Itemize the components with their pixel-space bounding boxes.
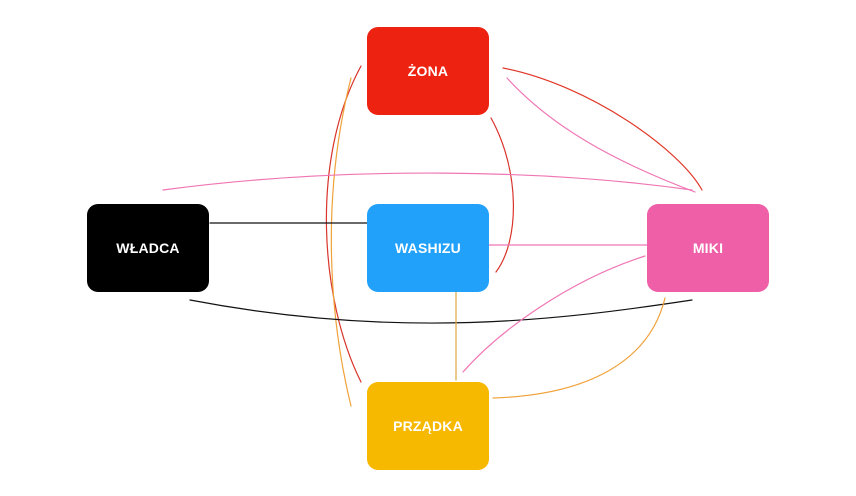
node-zona[interactable]: ŻONA [367, 27, 489, 115]
edge-wladca-miki [162, 172, 693, 191]
edge-zona-miki [506, 77, 696, 193]
edge-zona-przadka [330, 77, 352, 407]
edge-miki-przadka [492, 297, 666, 399]
node-label-miki: MIKI [692, 240, 724, 256]
node-label-przadka: PRZĄDKA [393, 418, 463, 434]
node-washizu[interactable]: WASHIZU [367, 204, 489, 292]
node-wladca[interactable]: WŁADCA [87, 204, 209, 292]
node-przadka[interactable]: PRZĄDKA [367, 382, 489, 470]
node-label-wladca: WŁADCA [116, 240, 180, 256]
edge-miki-przadka [462, 255, 646, 373]
node-label-zona: ŻONA [407, 63, 449, 79]
edge-zona-przadka [325, 65, 362, 383]
edge-wladca-miki [189, 299, 693, 324]
edge-zona-washizu [490, 117, 514, 273]
node-label-washizu: WASHIZU [395, 240, 461, 256]
node-miki[interactable]: MIKI [647, 204, 769, 292]
edge-zona-miki [502, 67, 703, 191]
